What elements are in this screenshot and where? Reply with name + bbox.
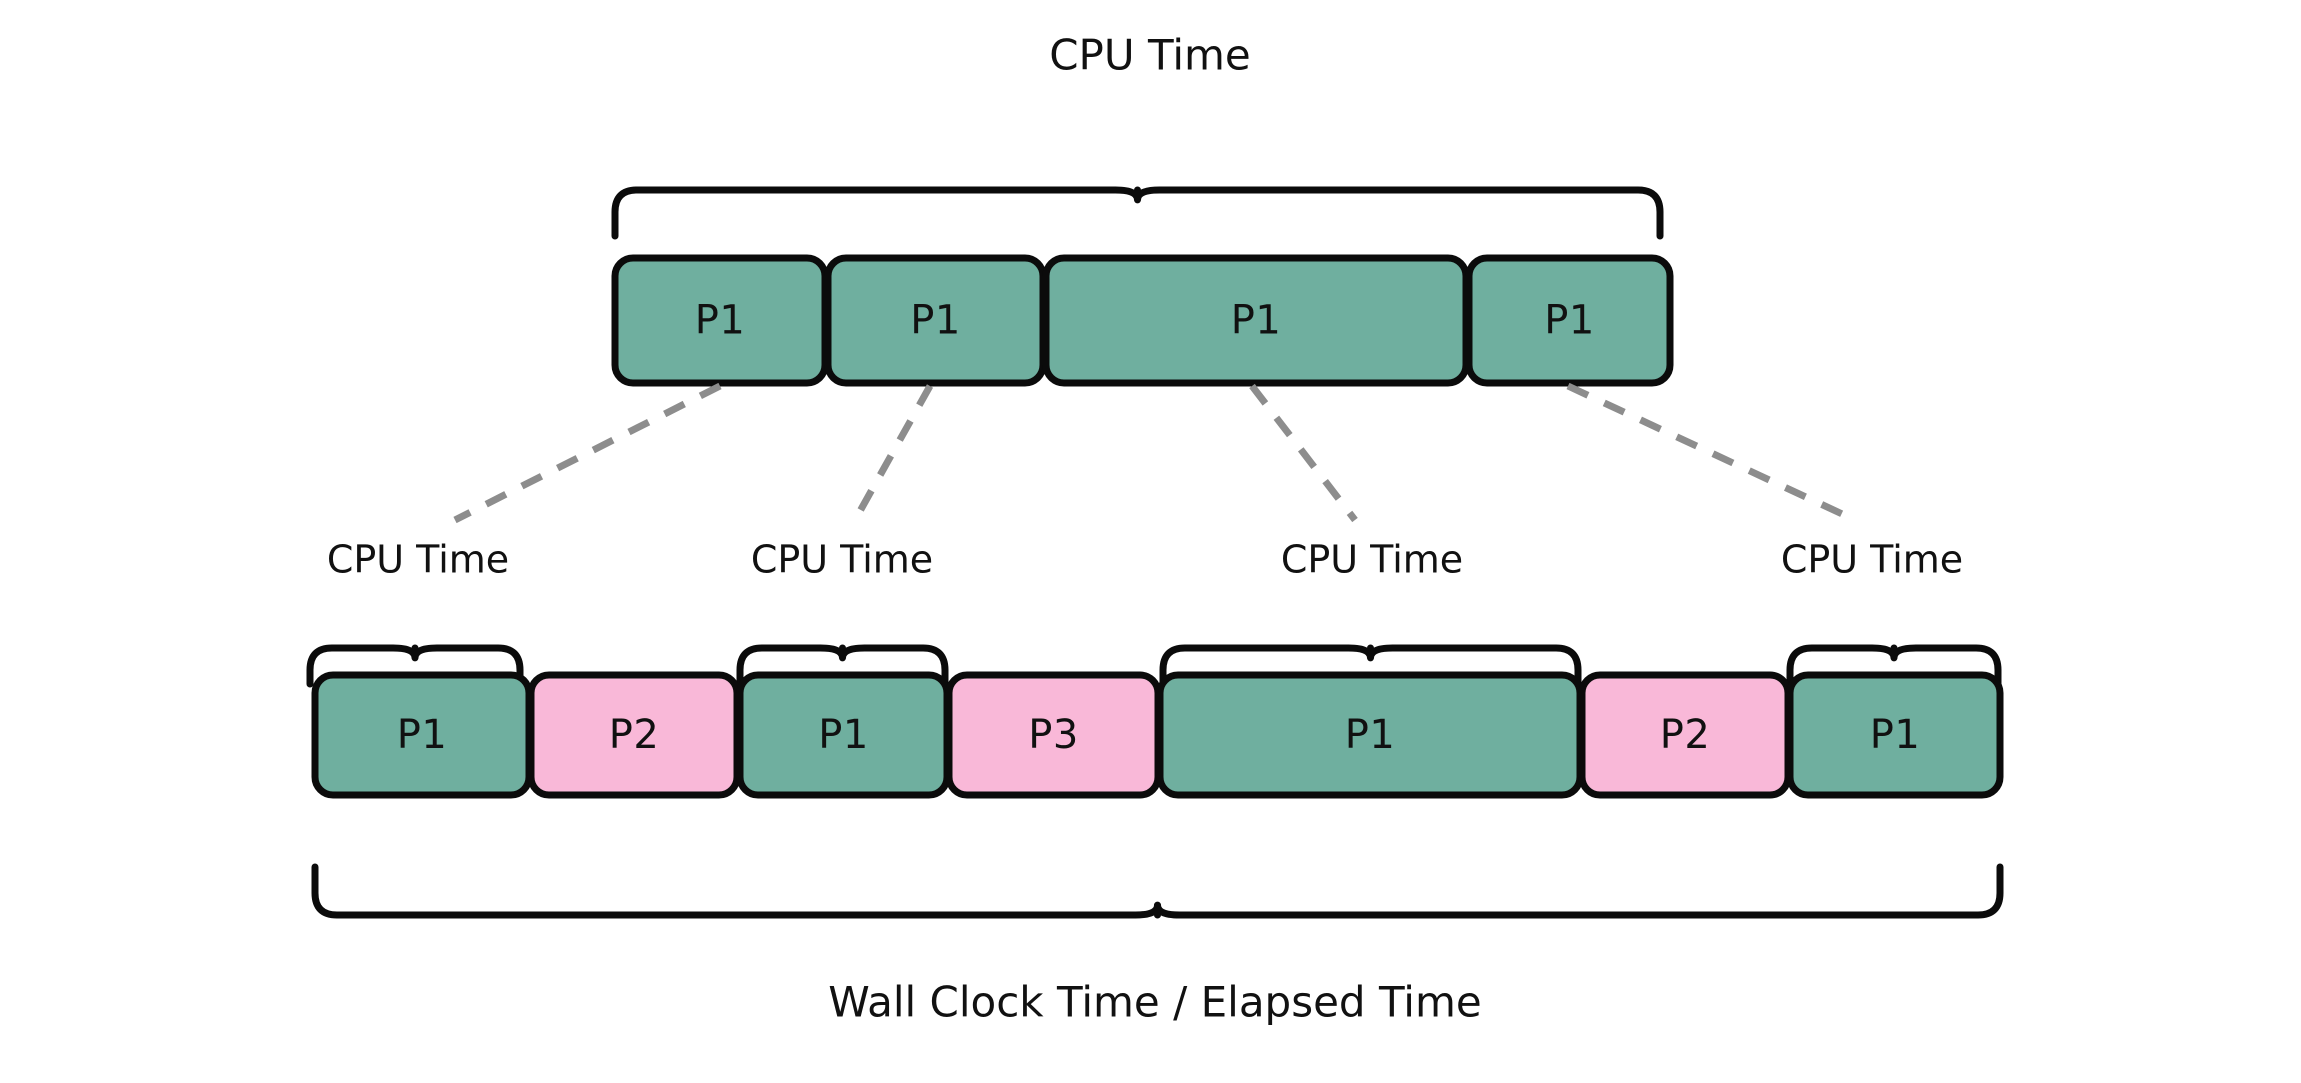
bottom-bracket-group: Wall Clock Time / Elapsed Time: [311, 863, 2004, 1027]
wall-clock-row: P1 P2 P1 P3 P1 P2 P1: [311, 671, 2004, 799]
process-block-p1[interactable]: P1: [736, 671, 951, 799]
segment-bracket-brace: [1159, 644, 1582, 688]
segment-bracket-label: CPU Time: [1781, 538, 1963, 582]
segment-bracket-label: CPU Time: [1281, 538, 1463, 582]
cpu-time-row: P1 P1 P1 P1: [611, 254, 1674, 387]
process-block-p2[interactable]: P2: [527, 671, 741, 799]
bottom-bracket-label: Wall Clock Time / Elapsed Time: [828, 978, 1481, 1027]
segment-bracket-brace: [736, 644, 949, 688]
process-block-p1[interactable]: P1: [1156, 671, 1584, 799]
segment-bracket-label: CPU Time: [327, 538, 509, 582]
segment-brackets: CPU Time CPU Time CPU Time CPU Time: [306, 538, 2002, 688]
process-block-label: P1: [910, 298, 961, 344]
segment-bracket-3: CPU Time: [1159, 538, 1582, 688]
process-block-p1[interactable]: P1: [611, 254, 829, 387]
segment-bracket-1: CPU Time: [306, 538, 524, 688]
connector-lines: [453, 382, 1857, 524]
process-block-label: P1: [695, 298, 746, 344]
connector-3: [1249, 383, 1358, 523]
process-block-label: P2: [1660, 712, 1711, 758]
segment-bracket-2: CPU Time: [736, 538, 949, 688]
segment-bracket-label: CPU Time: [751, 538, 933, 582]
process-block-label: P1: [1870, 712, 1921, 758]
process-block-label: P1: [1544, 298, 1595, 344]
top-bracket-group: CPU Time: [611, 31, 1664, 240]
process-block-p1[interactable]: P1: [311, 671, 533, 799]
segment-bracket-4: CPU Time: [1781, 538, 2002, 688]
process-block-label: P1: [1231, 298, 1282, 344]
connector-2: [851, 384, 934, 522]
bottom-bracket-brace: [311, 863, 2004, 919]
top-bracket-label: CPU Time: [1049, 31, 1251, 80]
process-block-label: P2: [609, 712, 660, 758]
process-block-p1[interactable]: P1: [824, 254, 1047, 387]
process-block-label: P1: [818, 712, 869, 758]
process-block-p1[interactable]: P1: [1465, 254, 1674, 387]
process-block-label: P1: [1345, 712, 1396, 758]
process-block-p1[interactable]: P1: [1786, 671, 2004, 799]
process-block-p3[interactable]: P3: [945, 671, 1162, 799]
process-block-label: P3: [1028, 712, 1079, 758]
process-block-rect[interactable]: [1786, 671, 2004, 799]
segment-bracket-brace: [306, 644, 524, 688]
connector-1: [453, 382, 722, 524]
process-block-label: P1: [397, 712, 448, 758]
process-block-p1[interactable]: P1: [1042, 254, 1470, 387]
segment-bracket-brace: [1786, 644, 2002, 688]
top-bracket-brace: [611, 186, 1664, 240]
connector-4: [1566, 382, 1857, 524]
process-block-p2[interactable]: P2: [1578, 671, 1792, 799]
